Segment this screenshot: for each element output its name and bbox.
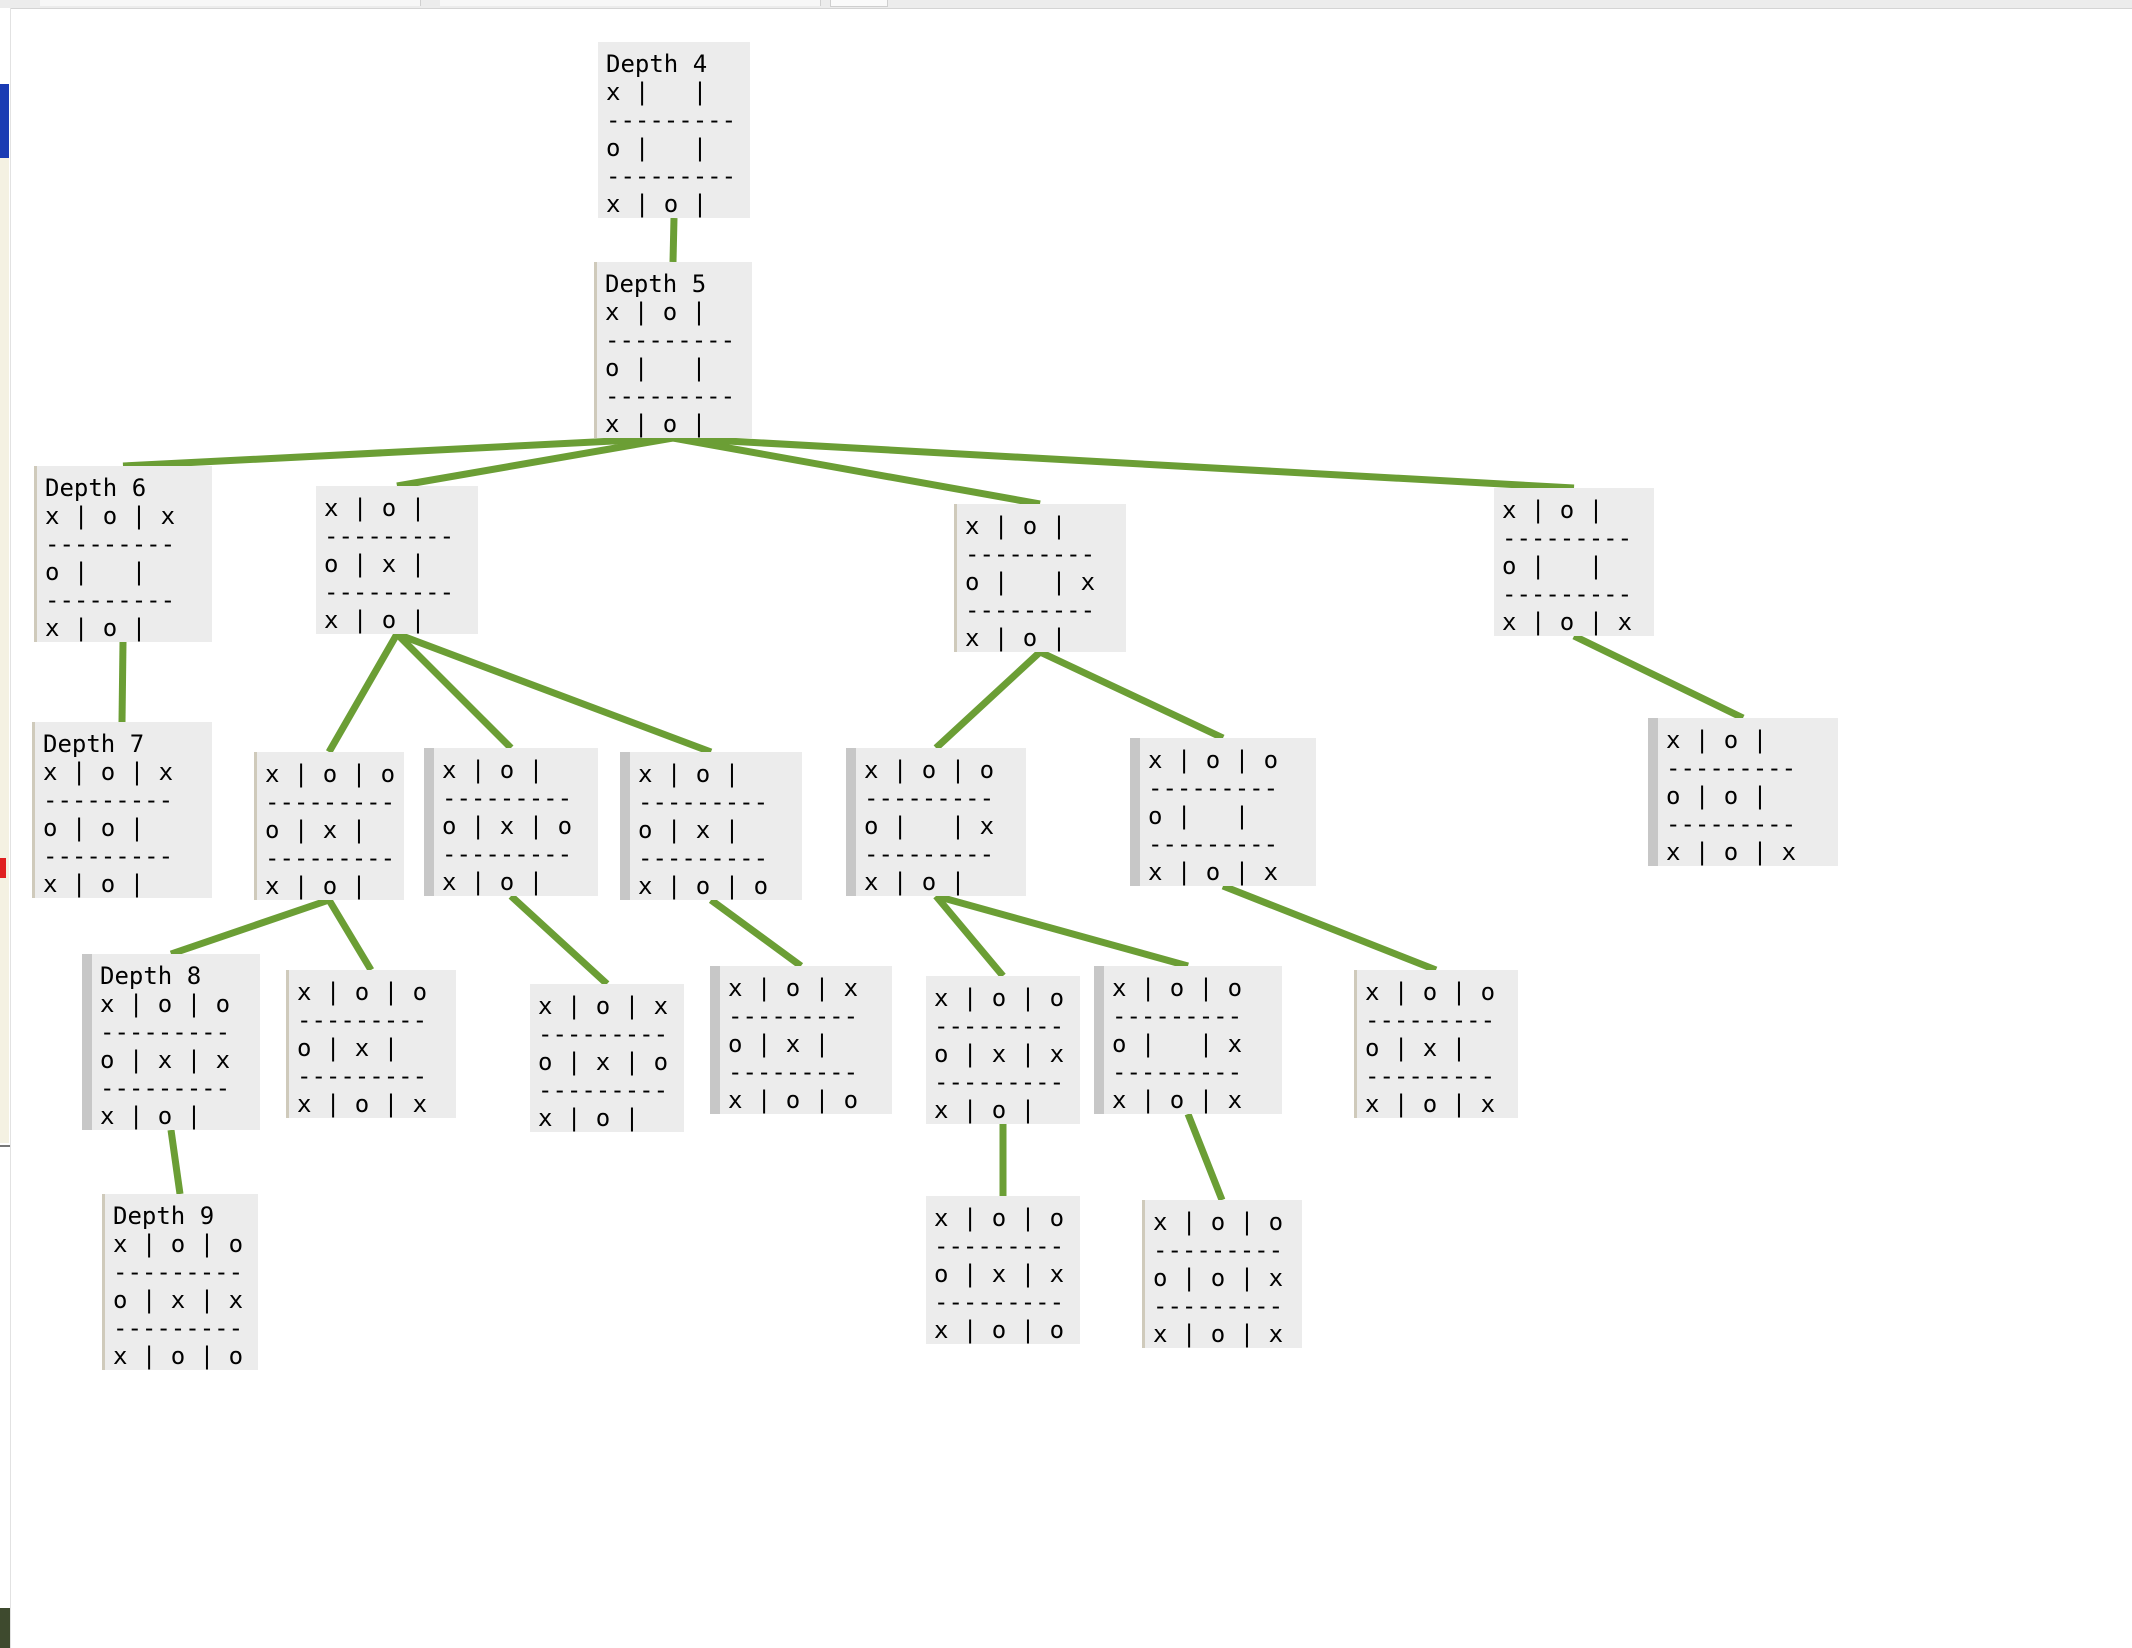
tree-edge: [935, 892, 1189, 970]
depth-label: Depth 8: [100, 962, 202, 990]
board-state: x | | --------- o | | --------- x | o |: [606, 78, 737, 218]
tree-node[interactable]: x | o | o --------- o | x | --------- x …: [1354, 970, 1518, 1118]
tree-edge: [933, 649, 1043, 751]
tree-edge: [933, 893, 1006, 979]
board-state: x | o | o --------- o | x | x --------- …: [100, 990, 231, 1130]
tree-node[interactable]: x | o | --------- o | | x --------- x | …: [954, 504, 1126, 652]
board-state: x | o | o --------- o | x | --------- x …: [1365, 978, 1496, 1118]
board-state: x | o | --------- o | x | o --------- x …: [442, 756, 573, 896]
tree-node[interactable]: x | o | --------- o | x | --------- x | …: [620, 752, 802, 900]
browser-new-tab-button[interactable]: [830, 0, 888, 7]
board-state: x | o | o --------- o | | x --------- x …: [864, 756, 995, 896]
tree-edge: [1038, 648, 1225, 742]
background-window-edge-marker: [0, 858, 6, 878]
tree-node[interactable]: Depth 6 x | o | x --------- o | | ------…: [34, 466, 212, 642]
tree-node[interactable]: x | o | --------- o | x | o --------- x …: [424, 748, 598, 896]
depth-label: Depth 4: [606, 50, 708, 78]
tree-edge: [118, 641, 127, 723]
board-state: x | o | o --------- o | x | x --------- …: [934, 1204, 1065, 1344]
tree-node[interactable]: x | o | o --------- o | o | x --------- …: [1142, 1200, 1302, 1348]
browser-top-strip: [0, 0, 2132, 9]
tree-edge: [396, 434, 674, 490]
board-state: x | o | o --------- o | x | x --------- …: [113, 1230, 244, 1370]
tree-node[interactable]: x | o | --------- o | o | --------- x | …: [1648, 718, 1838, 866]
tree-edge: [672, 434, 1041, 508]
tree-node[interactable]: x | o | o --------- o | x | --------- x …: [254, 752, 404, 900]
tree-node[interactable]: x | o | o --------- o | x | x --------- …: [926, 976, 1080, 1124]
tree-edge: [395, 630, 713, 756]
browser-tab[interactable]: [440, 0, 821, 6]
depth-label: Depth 6: [45, 474, 147, 502]
board-state: x | o | o --------- o | | x --------- x …: [1112, 974, 1243, 1114]
depth-label: Depth 5: [605, 270, 707, 298]
depth-label: Depth 7: [43, 730, 145, 758]
tree-node[interactable]: Depth 5 x | o | --------- o | | --------…: [594, 262, 752, 438]
tree-edge: [325, 632, 401, 754]
tree-edge: [325, 898, 375, 972]
board-state: x | o | --------- o | x | --------- x | …: [324, 494, 455, 634]
tree-node[interactable]: x | o | --------- o | x | --------- x | …: [316, 486, 478, 634]
tree-edge: [508, 893, 610, 987]
board-state: x | o | o --------- o | x | --------- x …: [265, 760, 396, 900]
tree-edge: [1221, 882, 1438, 974]
background-window-edge-accent: [0, 84, 9, 158]
background-window-edge-panel: [0, 158, 9, 1143]
tree-node[interactable]: Depth 7 x | o | x --------- o | o | ----…: [32, 722, 212, 898]
tree-node[interactable]: x | o | --------- o | | --------- x | o …: [1494, 488, 1654, 636]
board-state: x | o | o --------- o | x | x --------- …: [934, 984, 1065, 1124]
board-state: x | o | --------- o | | --------- x | o …: [605, 298, 736, 438]
tree-node[interactable]: x | o | o --------- o | x | --------- x …: [286, 970, 456, 1118]
tree-node[interactable]: x | o | x --------- o | x | o --------- …: [530, 984, 684, 1132]
tree-edge: [1572, 632, 1745, 722]
tree-node[interactable]: Depth 8 x | o | o --------- o | x | x --…: [82, 954, 260, 1130]
depth-label: Depth 9: [113, 1202, 215, 1230]
board-state: x | o | o --------- o | | --------- x | …: [1148, 746, 1279, 886]
background-window-edge-footer: [0, 1608, 10, 1648]
tree-node[interactable]: Depth 4 x | | --------- o | | --------- …: [598, 42, 750, 218]
board-state: x | o | x --------- o | x | --------- x …: [728, 974, 859, 1114]
tree-node[interactable]: x | o | o --------- o | | x --------- x …: [1094, 966, 1282, 1114]
tree-edge: [122, 434, 674, 470]
tree-edge: [708, 897, 804, 969]
board-state: x | o | o --------- o | x | --------- x …: [297, 978, 428, 1118]
tree-node[interactable]: Depth 9 x | o | o --------- o | x | x --…: [102, 1194, 258, 1370]
tree-node[interactable]: x | o | o --------- o | | --------- x | …: [1130, 738, 1316, 886]
tree-edge: [669, 217, 678, 263]
tree-edge: [394, 631, 514, 751]
tree-node[interactable]: x | o | x --------- o | x | --------- x …: [710, 966, 892, 1114]
board-state: x | o | --------- o | o | --------- x | …: [1666, 726, 1797, 866]
tree-edge: [1184, 1112, 1226, 1202]
tree-edge: [167, 1129, 184, 1195]
board-state: x | o | x --------- o | o | --------- x …: [43, 758, 174, 898]
tree-node[interactable]: x | o | o --------- o | x | x --------- …: [926, 1196, 1080, 1344]
board-state: x | o | --------- o | | x --------- x | …: [965, 512, 1096, 652]
tree-edge: [169, 896, 331, 958]
board-state: x | o | --------- o | x | --------- x | …: [638, 760, 769, 900]
board-state: x | o | x --------- o | | --------- x | …: [45, 502, 176, 642]
board-state: x | o | x --------- o | x | o --------- …: [538, 992, 669, 1132]
board-state: x | o | o --------- o | o | x --------- …: [1153, 1208, 1284, 1348]
tree-node[interactable]: x | o | o --------- o | | x --------- x …: [846, 748, 1026, 896]
tree-edge: [672, 434, 1575, 492]
background-window-edge-divider: [0, 1145, 10, 1147]
board-state: x | o | --------- o | | --------- x | o …: [1502, 496, 1633, 636]
browser-tab[interactable]: [40, 0, 421, 6]
